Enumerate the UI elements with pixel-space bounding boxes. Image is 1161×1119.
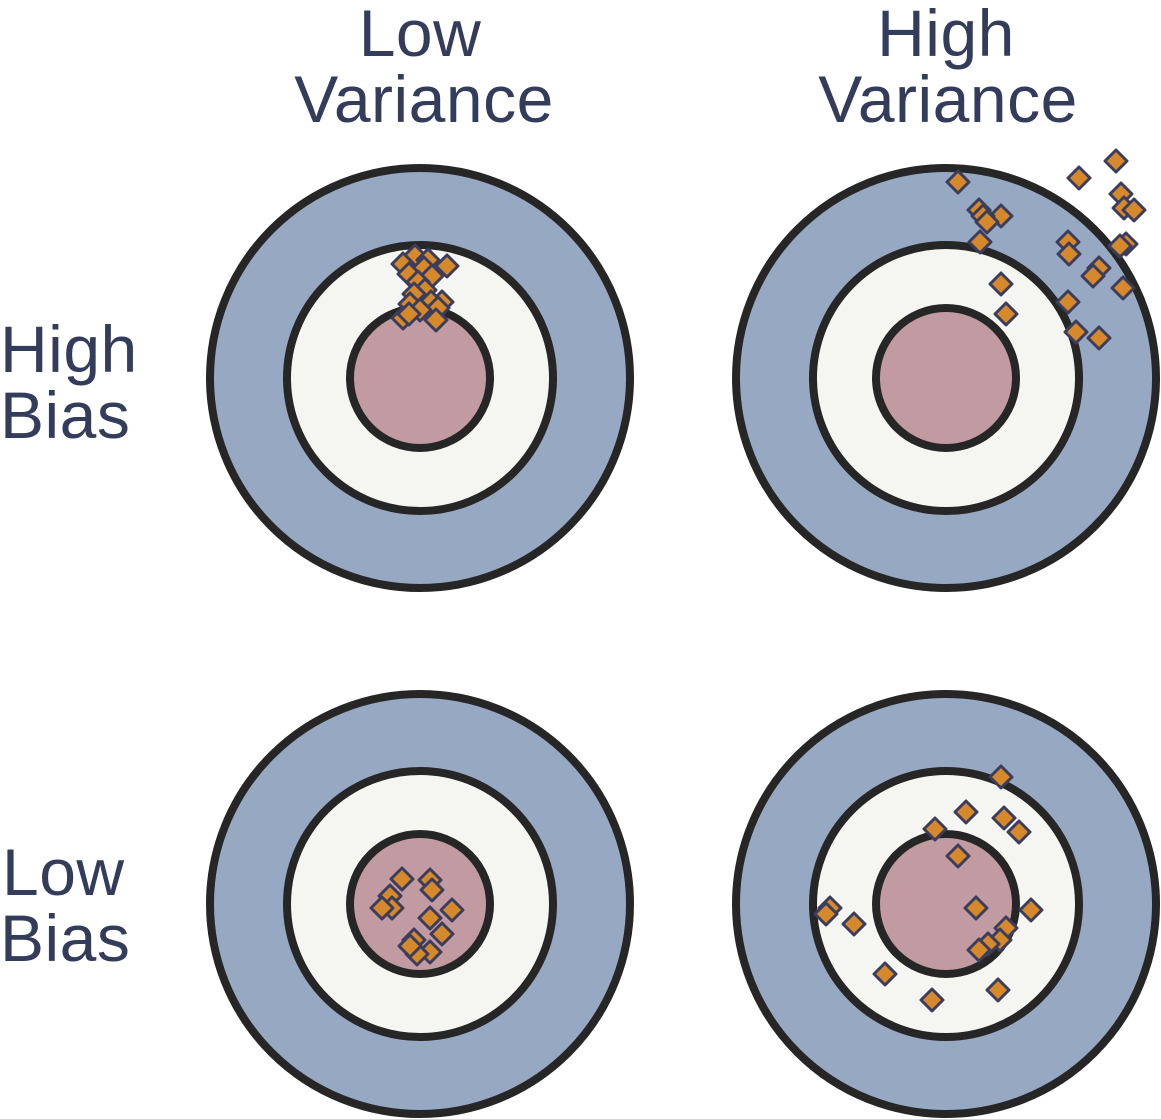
shot-marker <box>985 977 1011 1003</box>
shot-marker <box>872 961 898 987</box>
shot-marker <box>369 895 395 921</box>
bullseye <box>346 304 494 452</box>
shot-marker <box>1056 241 1082 267</box>
shot-marker <box>434 253 460 279</box>
shot-marker <box>1055 289 1081 315</box>
shot-marker <box>993 301 1019 327</box>
target-low-bias-low-variance <box>206 690 634 1118</box>
shot-marker <box>1107 233 1133 259</box>
shot-marker <box>966 937 992 963</box>
row-headers: High Bias Low Bias <box>0 312 138 975</box>
shot-marker <box>945 843 971 869</box>
target-high-bias-high-variance <box>732 148 1160 592</box>
shot-marker <box>1018 897 1044 923</box>
shot-marker <box>397 933 423 959</box>
shot-marker <box>429 921 455 947</box>
shot-marker <box>1110 275 1136 301</box>
bullseye <box>346 830 494 978</box>
shot-marker <box>419 877 445 903</box>
shot-marker <box>963 895 989 921</box>
shot-marker <box>1066 165 1092 191</box>
shot-marker <box>953 799 979 825</box>
shot-marker <box>919 987 945 1013</box>
shot-marker <box>991 805 1017 831</box>
shot-marker <box>423 307 449 333</box>
column-header-low-variance-line1: Low <box>359 0 482 70</box>
shot-marker <box>1063 319 1089 345</box>
target-low-bias-high-variance <box>732 690 1160 1118</box>
shot-marker <box>1080 263 1106 289</box>
shot-marker <box>1006 819 1032 845</box>
shot-marker <box>967 229 993 255</box>
column-header-high-variance-line1: High <box>877 0 1015 70</box>
shot-marker <box>1086 325 1112 351</box>
column-header-high-variance-line2: Variance <box>818 62 1078 136</box>
shot-marker <box>1103 148 1129 174</box>
shot-group <box>390 243 460 333</box>
shot-marker <box>417 905 443 931</box>
shot-marker <box>988 764 1014 790</box>
shot-marker <box>922 816 948 842</box>
shot-group <box>369 866 465 967</box>
shot-marker <box>813 901 839 927</box>
shot-group <box>945 148 1147 351</box>
shot-marker <box>974 209 1000 235</box>
column-header-low-variance-line2: Variance <box>294 62 554 136</box>
shot-marker <box>389 866 415 892</box>
bullseye <box>872 304 1020 452</box>
shot-group <box>813 764 1044 1013</box>
shot-marker <box>988 271 1014 297</box>
shot-marker <box>841 911 867 937</box>
row-header-high-bias-line2: Bias <box>0 378 130 452</box>
row-header-low-bias-line2: Bias <box>0 901 130 975</box>
target-high-bias-low-variance <box>206 164 634 592</box>
shot-marker <box>396 301 422 327</box>
row-header-low-bias-line1: Low <box>2 835 125 909</box>
column-headers: Low Variance High Variance <box>294 0 1078 136</box>
shot-marker <box>945 169 971 195</box>
shot-marker <box>439 897 465 923</box>
shot-marker <box>1121 197 1147 223</box>
row-header-high-bias-line1: High <box>0 312 138 386</box>
